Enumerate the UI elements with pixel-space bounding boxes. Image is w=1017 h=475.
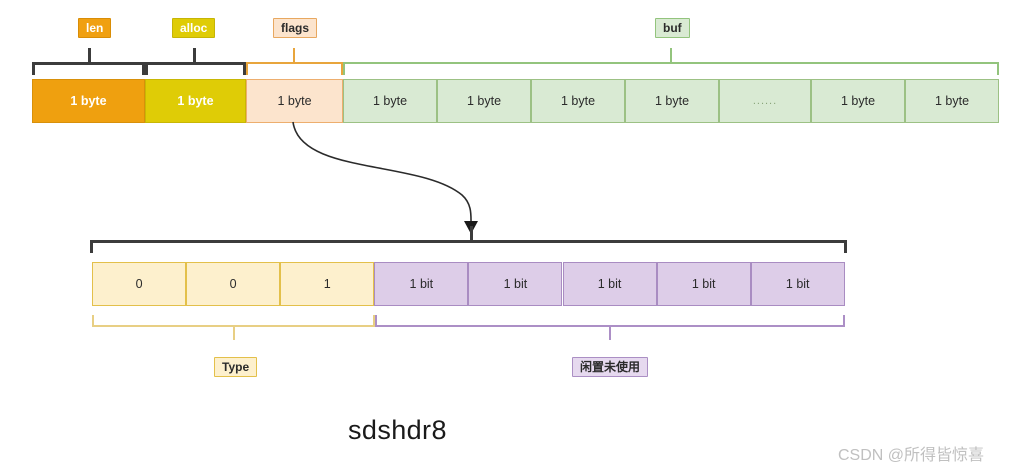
watermark: CSDN @所得皆惊喜	[838, 447, 985, 464]
bracket-label-len: len	[78, 18, 112, 38]
bracket-cap-type-right	[373, 315, 375, 327]
bit-cell-type: 0	[92, 262, 187, 306]
bracket-label-alloc: alloc	[172, 18, 216, 38]
bracket-cap-bitrow-right	[844, 240, 847, 253]
bracket-tick-buf	[670, 48, 672, 62]
bracket-label-flags: flags	[273, 18, 318, 38]
byte-cell-buf: 1 byte	[531, 79, 625, 123]
byte-cell-buf: 1 byte	[343, 79, 437, 123]
bracket-label-type: Type	[214, 357, 258, 377]
bit-cell-idle: 1 bit	[562, 262, 657, 306]
bracket-cap-len-left	[32, 62, 35, 75]
bracket-label-idle: 闲置未使用	[572, 357, 649, 377]
bracket-tick-len	[88, 48, 91, 62]
bracket-cap-len-right	[142, 62, 145, 75]
bracket-cap-flags-right	[341, 62, 343, 75]
page-title: sdshdr8	[348, 415, 447, 445]
bracket-rail-flags	[246, 62, 343, 64]
byte-cell-buf: 1 byte	[811, 79, 905, 123]
bracket-tick-bitrow	[470, 226, 473, 240]
bracket-label-buf: buf	[655, 18, 690, 38]
byte-cell-buf: 1 byte	[905, 79, 999, 123]
bracket-tick-alloc	[193, 48, 196, 62]
bracket-cap-alloc-left	[145, 62, 148, 75]
byte-cell-len: 1 byte	[32, 79, 145, 123]
bracket-cap-flags-left	[246, 62, 248, 75]
bit-cell-idle: 1 bit	[750, 262, 845, 306]
bracket-tick-flags	[293, 48, 295, 62]
bit-cell-idle: 1 bit	[656, 262, 751, 306]
bracket-rail-idle	[375, 325, 845, 327]
bracket-cap-alloc-right	[243, 62, 246, 75]
byte-cell-buf: 1 byte	[437, 79, 531, 123]
bracket-cap-idle-right	[843, 315, 845, 327]
byte-cell-buf: 1 byte	[625, 79, 719, 123]
bracket-tick-type	[233, 327, 235, 340]
bracket-cap-type-left	[92, 315, 94, 327]
bit-cell-type: 1	[280, 262, 375, 306]
bit-cell-idle: 1 bit	[374, 262, 469, 306]
bracket-tick-idle	[609, 327, 611, 340]
bit-cell-idle: 1 bit	[468, 262, 563, 306]
byte-cell-flags: 1 byte	[246, 79, 343, 123]
byte-cell-alloc: 1 byte	[145, 79, 246, 123]
bracket-rail-alloc	[145, 62, 246, 65]
byte-cell-dots: ......	[719, 79, 811, 123]
bracket-cap-buf-left	[343, 62, 345, 75]
bit-cell-type: 0	[186, 262, 281, 306]
bracket-rail-bitrow	[90, 240, 847, 243]
bracket-rail-len	[32, 62, 145, 65]
bracket-rail-buf	[343, 62, 999, 64]
bracket-rail-type	[92, 325, 375, 327]
bracket-cap-buf-right	[997, 62, 999, 75]
bracket-cap-idle-left	[375, 315, 377, 327]
bracket-cap-bitrow-left	[90, 240, 93, 253]
